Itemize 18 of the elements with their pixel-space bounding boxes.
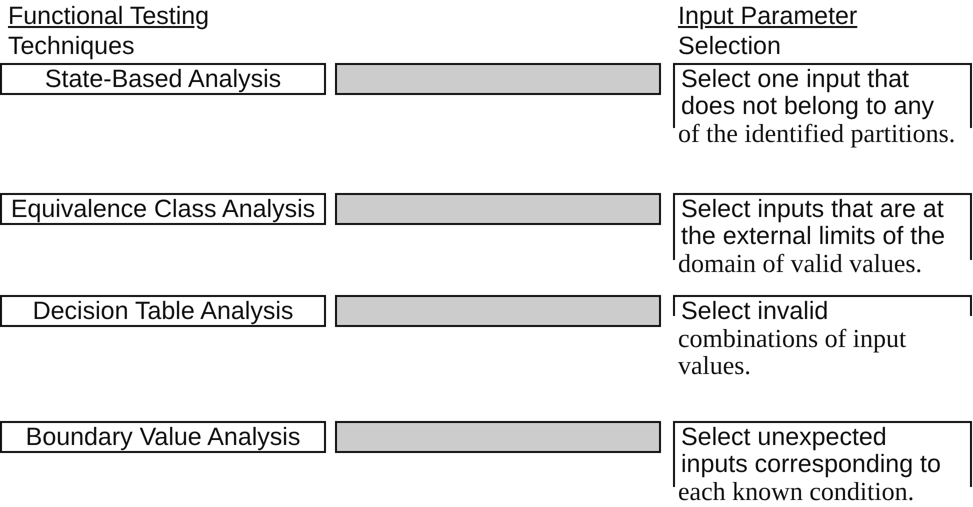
selection-text: Select invalid combinations of input values. [677, 298, 908, 379]
column-heading: Functional Testing Techniques [8, 1, 210, 61]
technique-label: Boundary Value Analysis [26, 424, 300, 451]
answer-box [335, 421, 661, 453]
column-heading: Input Parameter Selection [678, 1, 858, 61]
technique-box [0, 193, 326, 225]
selection-text: Select inputs that are at the external limits of the domain of valid values. [677, 196, 946, 277]
technique-label: State-Based Analysis [44, 66, 282, 93]
answer-box [335, 63, 661, 95]
selection-text: Select one input that does not belong to any of the identified partitions. [677, 66, 956, 147]
answer-box [335, 295, 661, 327]
technique-box [0, 63, 326, 95]
answer-box [335, 193, 661, 225]
technique-box [0, 295, 326, 327]
technique-label: Decision Table Analysis [32, 298, 294, 325]
selection-text: Select unexpected inputs corresponding to each known condition. [677, 424, 942, 505]
technique-label: Equivalence Class Analysis [10, 196, 316, 223]
technique-box [0, 421, 326, 453]
